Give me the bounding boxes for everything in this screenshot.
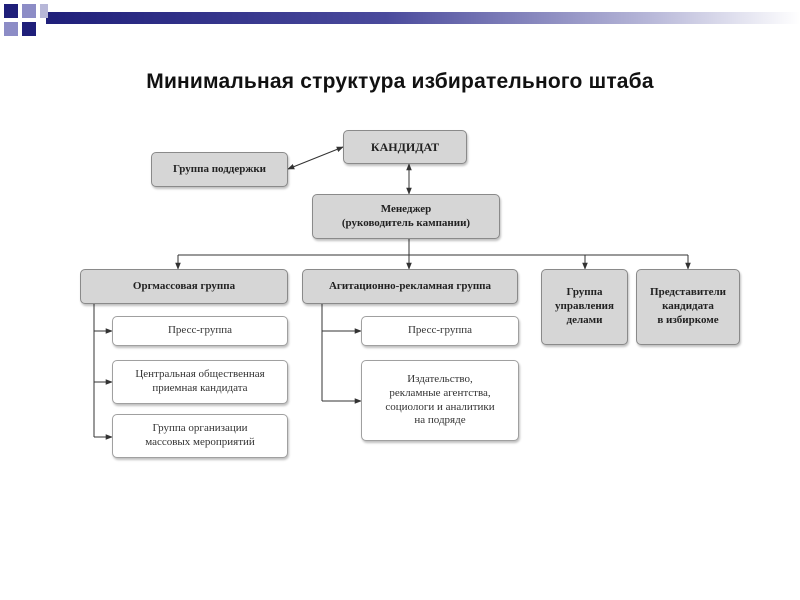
agit-group-box: Агитационно-рекламная группа	[302, 269, 518, 304]
affairs-group-box: Группа управления делами	[541, 269, 628, 345]
support-group-box: Группа поддержки	[151, 152, 288, 187]
agit-press-box: Пресс-группа	[361, 316, 519, 346]
org-press-box: Пресс-группа	[112, 316, 288, 346]
org-group-box: Оргмассовая группа	[80, 269, 288, 304]
agit-publishing-box: Издательство, рекламные агентства, социо…	[361, 360, 519, 441]
candidate-box: КАНДИДАТ	[343, 130, 467, 164]
manager-box: Менеджер (руководитель кампании)	[312, 194, 500, 239]
org-events-box: Группа организации массовых мероприятий	[112, 414, 288, 458]
representatives-box: Представители кандидата в избиркоме	[636, 269, 740, 345]
org-reception-box: Центральная общественная приемная кандид…	[112, 360, 288, 404]
page-title: Минимальная структура избирательного шта…	[146, 70, 654, 93]
arrow-candidate-support	[287, 146, 344, 170]
header-decoration	[4, 4, 800, 36]
